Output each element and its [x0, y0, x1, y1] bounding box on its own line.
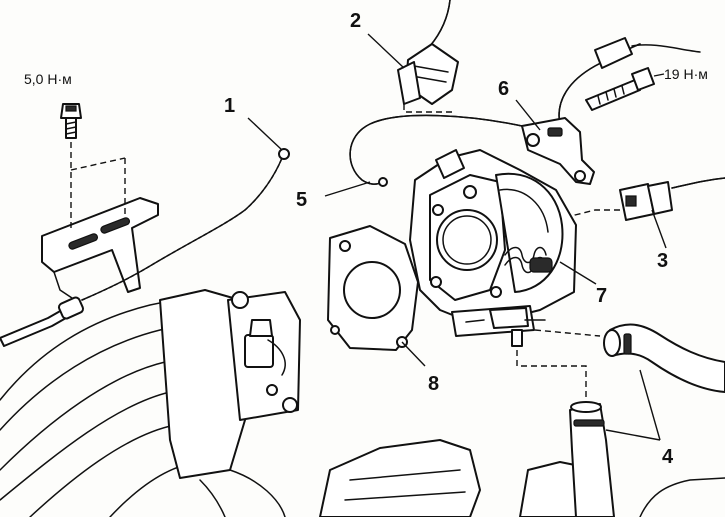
wiring-harness-loop — [558, 37, 701, 126]
callout-7: 7 — [596, 285, 607, 307]
bracket-bolt — [60, 103, 82, 139]
throttle-body — [409, 149, 577, 347]
callout-3: 3 — [657, 250, 668, 272]
throttle-cable — [0, 148, 290, 347]
hose-guide-lines — [516, 329, 601, 400]
sensor-wire-5 — [349, 114, 523, 187]
cable-bracket — [41, 197, 159, 301]
torque-label-bracket-bolt: 5,0 Н·м — [24, 71, 72, 87]
throttle-gasket-8 — [327, 225, 419, 351]
bracket-bolt-guide-lines — [70, 142, 126, 230]
callout-4: 4 — [662, 446, 674, 468]
callout-5: 5 — [296, 189, 307, 211]
sensor-6 — [521, 117, 595, 185]
callout-8: 8 — [428, 373, 439, 395]
leader-lines — [247, 33, 667, 441]
callout-2: 2 — [350, 10, 361, 32]
connector-2 — [397, 0, 459, 113]
callout-6: 6 — [498, 78, 509, 100]
intake-manifold — [0, 289, 301, 517]
callout-1: 1 — [224, 95, 235, 117]
coolant-hose-4-lower — [569, 401, 615, 517]
torque-label-sensor-bolt: 19 Н·м — [664, 66, 708, 82]
connector-3 — [559, 177, 725, 223]
sensor-bolt — [585, 67, 665, 111]
coolant-hose-4-upper — [603, 323, 725, 393]
